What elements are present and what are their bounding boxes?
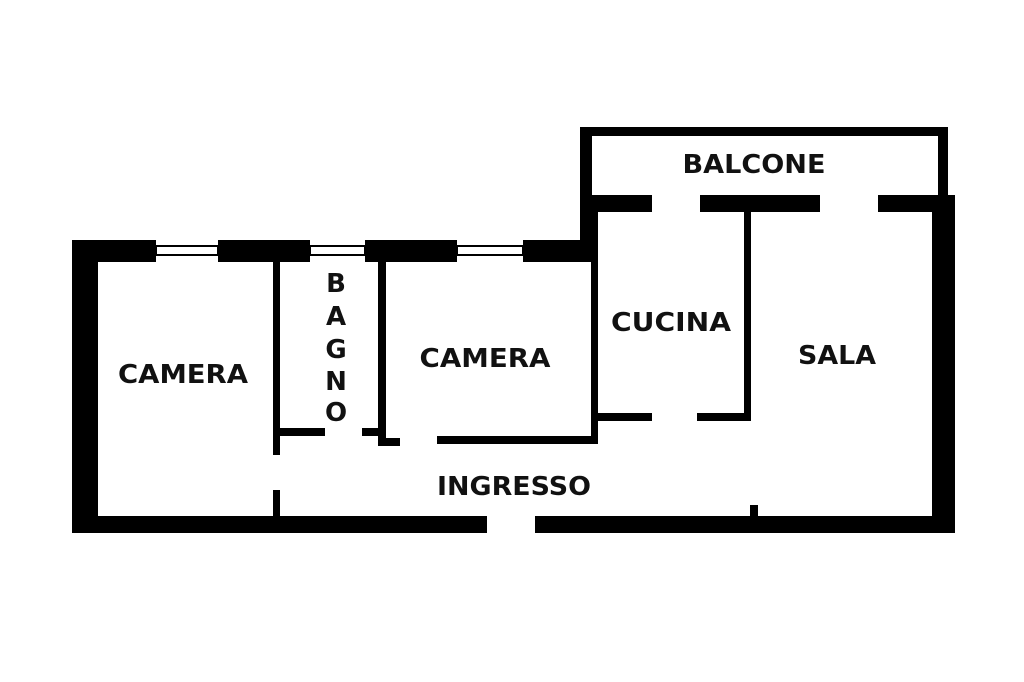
wall-balcony-side (878, 195, 955, 212)
wall-bottom-left (72, 516, 487, 533)
window (456, 245, 524, 256)
wall-bagno-right (378, 262, 386, 446)
wall-stub (750, 505, 758, 517)
room-label-ingresso: INGRESSO (437, 472, 591, 502)
wall-balcony-side (580, 195, 652, 212)
wall-cucina-left (591, 212, 598, 444)
room-label-cucina: CUCINA (611, 308, 731, 338)
walls (72, 127, 955, 533)
wall-cucina-bottom (598, 413, 652, 421)
room-label-bagno: N (325, 367, 347, 397)
wall-top-left (72, 240, 156, 262)
room-label-sala: SALA (798, 341, 876, 371)
wall-stub (362, 428, 378, 436)
wall-cucina-bottom (697, 413, 751, 421)
window (155, 245, 219, 256)
room-label-bagno: O (325, 398, 347, 428)
wall-top-segment (218, 240, 310, 262)
wall-bottom-right (535, 516, 955, 533)
room-label-bagno: B (326, 269, 346, 299)
room-label-camera-left: CAMERA (118, 360, 248, 390)
room-label-balcone: BALCONE (683, 150, 826, 180)
balcony-wall-left (580, 127, 592, 262)
wall-camera-bottom (437, 436, 598, 444)
wall-stub (386, 438, 400, 446)
wall-right (932, 195, 955, 533)
wall-bagno-left (273, 262, 280, 455)
wall-left (72, 240, 98, 533)
wall-top-segment (365, 240, 457, 262)
wall-stub (273, 490, 280, 517)
room-labels: CAMERA B A G N O CAMERA CUCINA SALA INGR… (118, 150, 876, 502)
balcony-wall-right (938, 127, 948, 197)
window (309, 245, 366, 256)
room-label-bagno: G (325, 335, 346, 365)
wall-cucina-right (744, 212, 751, 421)
wall-balcony-side (700, 195, 820, 212)
room-label-bagno: A (326, 302, 346, 332)
wall-top-segment (523, 240, 598, 262)
balcony-wall-top (580, 127, 948, 136)
wall-stub (280, 428, 325, 436)
room-label-camera-center: CAMERA (420, 344, 551, 374)
